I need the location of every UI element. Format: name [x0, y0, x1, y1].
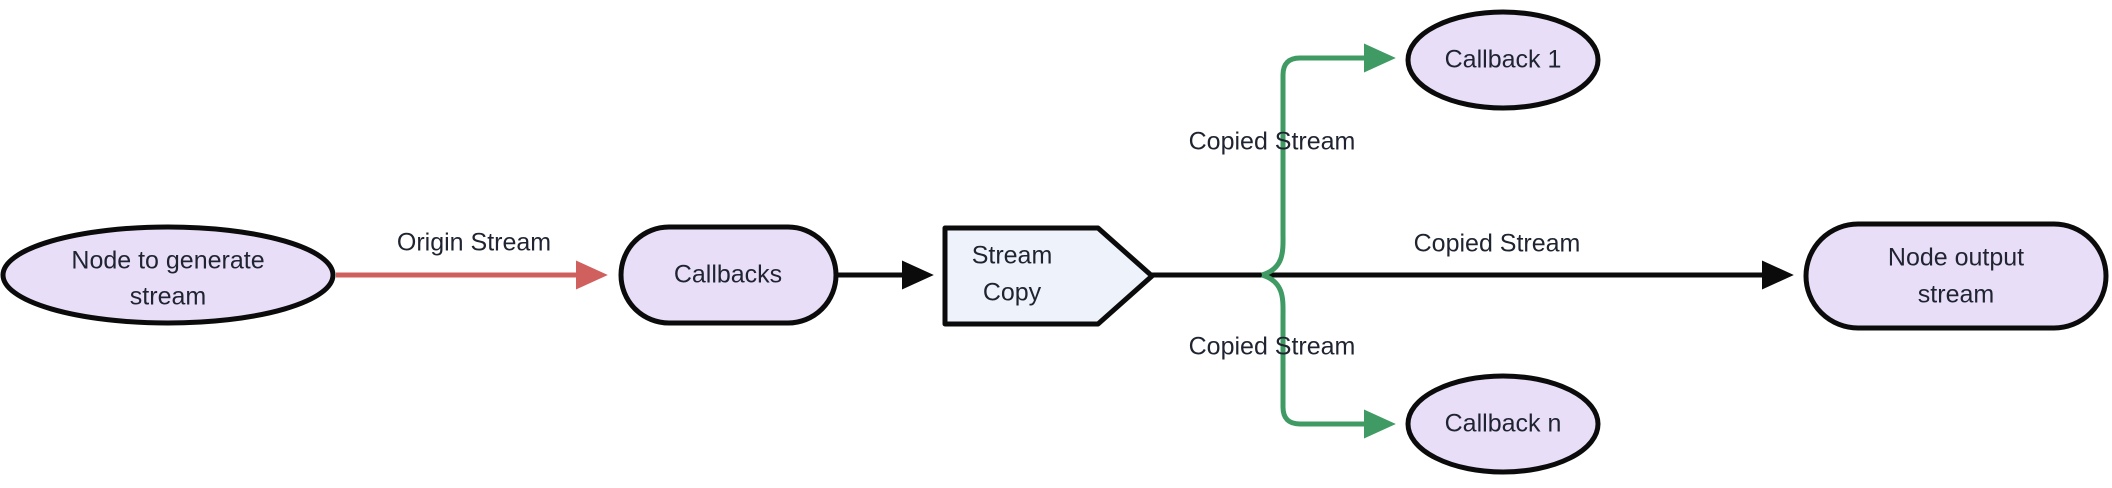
edge-copied-stream-bottom[interactable]: Copied Stream [1189, 272, 1396, 439]
node-stream-copy-shape [942, 225, 1155, 327]
edge-label-origin-stream: Origin Stream [397, 229, 551, 257]
edge-copied-stream-top[interactable]: Copied Stream [1189, 43, 1396, 278]
node-label-node-to-generate-stream-line1: Node to generate [71, 247, 264, 275]
node-label-node-output-stream-line2: stream [1918, 281, 1994, 309]
node-callback-1-shape [1405, 9, 1601, 111]
node-label-node-output-stream-line1: Node output [1888, 244, 2024, 272]
node-node-output-stream-shape [1803, 221, 2109, 331]
node-callback-n[interactable]: Callback n [1405, 373, 1601, 475]
node-node-output-stream[interactable]: Node output stream [1803, 221, 2109, 331]
node-label-callback-n: Callback n [1445, 410, 1562, 438]
node-label-node-to-generate-stream-line2: stream [130, 283, 206, 311]
edge-copied-stream-main[interactable]: Copied Stream [1152, 230, 1794, 290]
node-stream-copy[interactable]: Stream Copy [942, 225, 1155, 327]
node-callback-n-shape [1405, 373, 1601, 475]
edge-label-copied-stream-top: Copied Stream [1189, 128, 1356, 156]
node-callbacks[interactable]: Callbacks [618, 224, 839, 326]
edge-origin-stream[interactable]: Origin Stream [336, 229, 608, 290]
node-callback-1[interactable]: Callback 1 [1405, 9, 1601, 111]
edge-copied-stream-top-line [1261, 43, 1396, 278]
node-label-callback-1: Callback 1 [1445, 46, 1562, 74]
node-node-to-generate-stream-shape [0, 224, 336, 326]
node-callbacks-shape [618, 224, 839, 326]
node-label-callbacks: Callbacks [674, 261, 782, 289]
node-label-stream-copy-line1: Stream [972, 242, 1053, 270]
node-node-to-generate-stream[interactable]: Node to generate stream [0, 224, 336, 326]
edge-copied-stream-bottom-line [1261, 272, 1396, 439]
edge-label-copied-stream-main: Copied Stream [1414, 230, 1581, 258]
node-label-stream-copy-line2: Copy [983, 279, 1042, 307]
edge-label-copied-stream-bottom: Copied Stream [1189, 333, 1356, 361]
